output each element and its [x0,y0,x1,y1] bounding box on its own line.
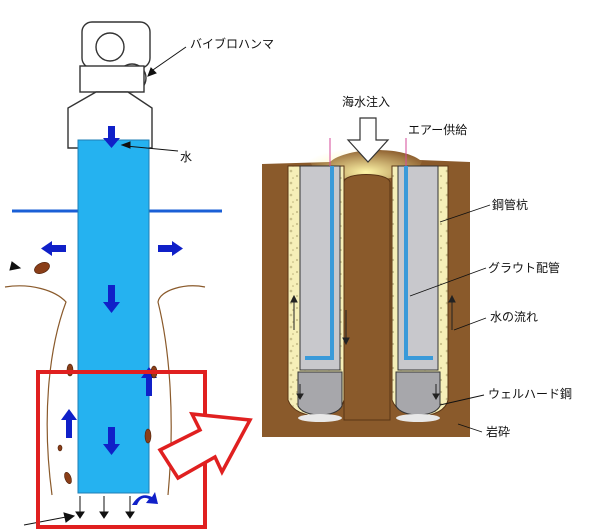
right-diagram: 海水注入 エアー供給 鋼管杭 グラウト配管 水の流れ ウェルハード鋼 岩砕 [262,94,572,439]
left-arrow [41,241,66,256]
seawater-injection-arrow [346,117,390,163]
curl-arrow [132,492,158,505]
label-grout-pipe: グラウト配管 [488,260,560,275]
ground-outline [4,285,206,496]
label-air-supply: エアー供給 [408,123,467,137]
down-arrow-top [103,126,120,148]
label-rock-cuttings: 岩砕 [486,424,510,439]
bottom-arrows [9,261,135,526]
label-water-flow: 水の流れ [490,310,538,324]
leader-lines [120,46,187,152]
right-arrow [158,241,183,256]
zoom-arrow [157,411,253,481]
left-diagram: バイブロハンマ 水 [4,21,274,529]
label-steel-pipe-pile: 鋼管杭 [492,197,528,212]
down-arrow-low [103,427,120,455]
left-pile-section [287,165,345,422]
label-wellhard-steel: ウェルハード鋼 [488,387,572,401]
vibro-hammer-illustration [67,21,153,149]
center-soil-core [343,174,391,421]
up-arrow-left [61,409,77,438]
right-leader-lines [409,204,491,433]
label-seawater-injection: 海水注入 [342,94,390,109]
water-flow-arrows [290,294,456,400]
down-arrow-mid [103,285,120,313]
right-pile-section [391,165,449,422]
label-water: 水 [180,150,192,164]
label-vibro-hammer: バイブロハンマ [190,36,274,51]
